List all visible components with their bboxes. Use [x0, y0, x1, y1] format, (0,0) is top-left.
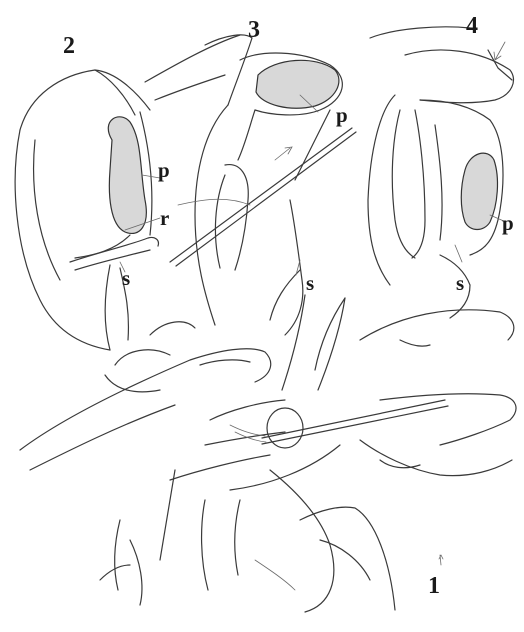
- panel-3-drawing: [145, 35, 356, 335]
- panel-4-drawing: [368, 27, 514, 318]
- panel-2-number: 2: [63, 34, 75, 58]
- panel-3-label-s: s: [306, 273, 314, 294]
- panel-4-number: 4: [466, 14, 478, 38]
- panel-2-label-r: r: [160, 208, 169, 229]
- panel-3-number: 3: [248, 18, 260, 42]
- panel-4-label-p: p: [502, 213, 514, 234]
- panel-3-label-p: p: [336, 105, 348, 126]
- panel-1-number: 1: [428, 574, 440, 598]
- panel-1-drawing: [20, 295, 516, 612]
- panel-4-label-s: s: [456, 273, 464, 294]
- panel-2-label-p: p: [158, 160, 170, 181]
- panel-2-drawing: [15, 70, 160, 350]
- panel-2-label-s: s: [122, 268, 130, 289]
